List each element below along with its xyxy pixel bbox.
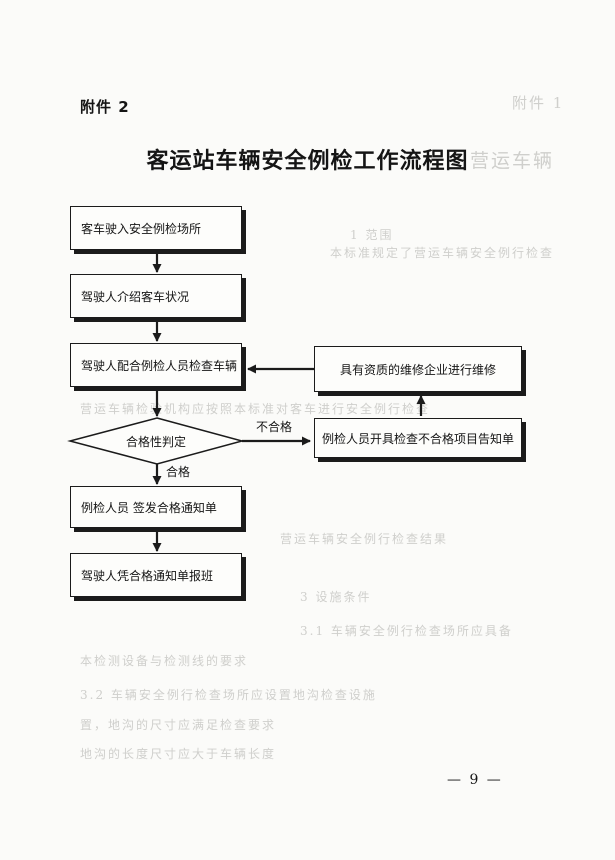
- flow-step-vehicle-inspection: 驾驶人配合例检人员检查车辆: [70, 343, 242, 387]
- flow-step-fail-notice: 例检人员开具检查不合格项目告知单: [314, 418, 522, 458]
- edge-label-pass: 合格: [166, 465, 191, 479]
- page-number: — 9 —: [447, 772, 503, 788]
- decision-label: 合格性判定: [125, 434, 186, 449]
- edge-label-fail: 不合格: [256, 420, 293, 434]
- flow-step-vehicle-entry: 客车驶入安全例检场所: [70, 206, 242, 250]
- flow-step-repair: 具有资质的维修企业进行维修: [314, 346, 522, 392]
- flow-step-driver-report: 驾驶人介绍客车状况: [70, 274, 242, 318]
- page-title: 客运站车辆安全例检工作流程图: [146, 148, 469, 174]
- flow-step-pass-certificate: 例检人员 签发合格通知单: [70, 486, 242, 528]
- flow-step-driver-dispatch: 驾驶人凭合格通知单报班: [70, 553, 242, 597]
- attachment-label: 附件 2: [80, 98, 130, 116]
